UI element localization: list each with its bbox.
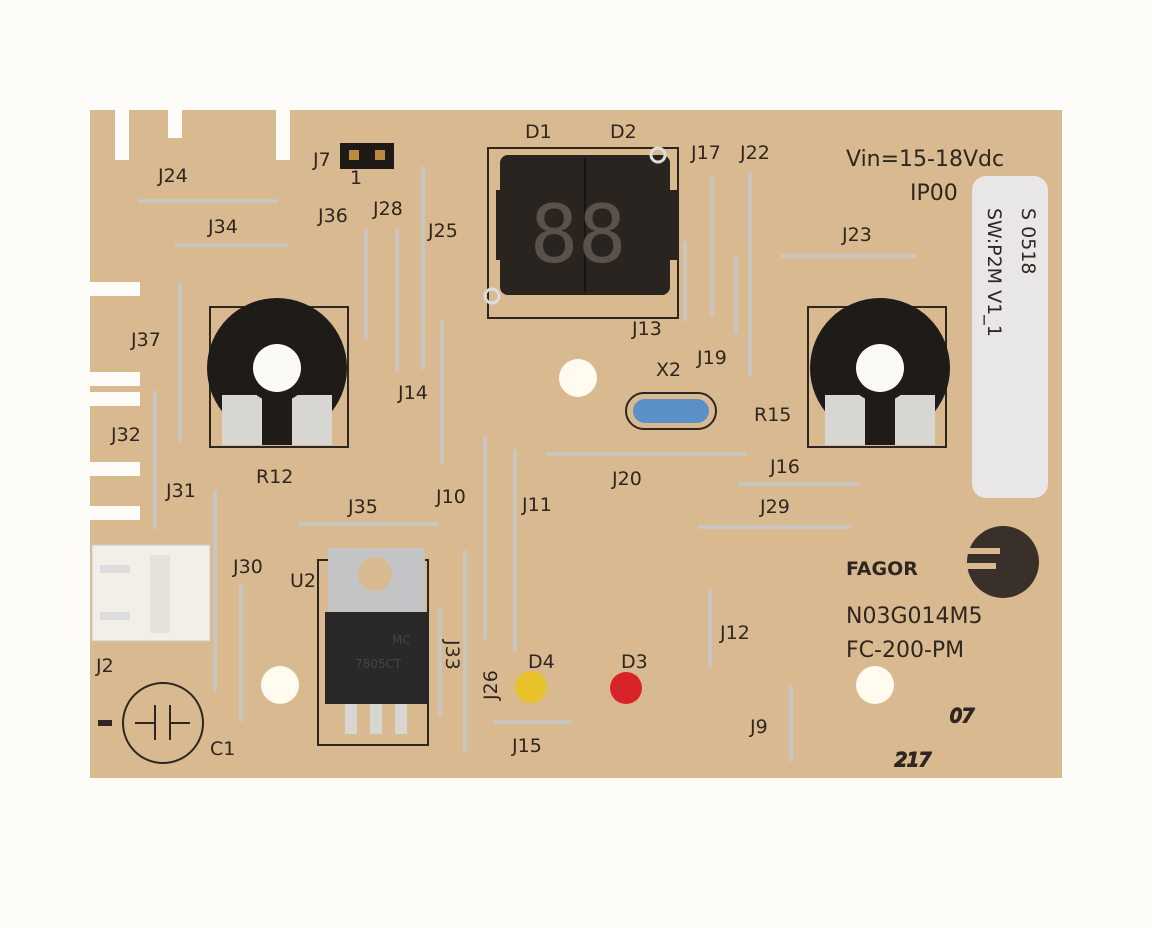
silkscreen-labels: Vin=15-18Vdc IP00 N03G014M5 FC-200-PM 07…: [95, 121, 1004, 772]
label-j34: J34: [207, 216, 238, 238]
label-r15: R15: [754, 404, 791, 426]
label-d1: D1: [525, 121, 552, 143]
label-d3: D3: [621, 651, 648, 673]
mounting-holes: [261, 359, 894, 704]
voltage-regulator-u2: MC 7805CT: [317, 548, 429, 746]
label-j37: J37: [130, 329, 161, 351]
board-notches: [88, 108, 290, 520]
label-j2: J2: [95, 655, 114, 677]
label-j17: J17: [690, 142, 721, 164]
label-j14: J14: [397, 382, 428, 404]
label-x2: X2: [656, 359, 681, 381]
label-j13: J13: [631, 318, 662, 340]
label-j28: J28: [372, 198, 403, 220]
regulator-marking-1: MC: [392, 633, 411, 647]
sticker-label: S 0518 SW:P2M V1_1: [972, 176, 1048, 498]
model-label: FC-200-PM: [846, 638, 964, 663]
header-j7: [340, 143, 394, 169]
label-j16: J16: [769, 456, 800, 478]
label-d4: D4: [528, 651, 555, 673]
led-d3: [610, 672, 642, 704]
label-j15: J15: [511, 735, 542, 757]
label-j33: J33: [441, 639, 463, 670]
label-j20: J20: [611, 468, 642, 490]
label-j30: J30: [232, 556, 263, 578]
seven-segment-display: 88: [483, 146, 679, 319]
label-c1: C1: [210, 738, 235, 760]
label-r12: R12: [256, 466, 293, 488]
label-j31: J31: [165, 480, 196, 502]
sticker-line-2: SW:P2M V1_1: [983, 208, 1005, 337]
label-j23: J23: [841, 224, 872, 246]
label-j24: J24: [157, 165, 188, 187]
label-j7-pin: 1: [350, 167, 362, 189]
display-digits: 88: [530, 188, 626, 281]
regulator-marking-2: 7805CT: [355, 657, 402, 671]
part-number-label: N03G014M5: [846, 604, 982, 629]
input-voltage-label: Vin=15-18Vdc: [846, 147, 1004, 172]
label-d2: D2: [610, 121, 637, 143]
label-j36: J36: [317, 205, 348, 227]
label-j19: J19: [696, 347, 727, 369]
date-code-top: 07: [950, 705, 974, 727]
label-j12: J12: [719, 622, 750, 644]
label-j9: J9: [749, 716, 768, 738]
label-j7: J7: [312, 149, 331, 171]
connector-j2: [91, 544, 211, 642]
sticker-line-1: S 0518: [1017, 208, 1039, 274]
label-j29: J29: [759, 496, 790, 518]
label-j11: J11: [521, 494, 552, 516]
potentiometer-r15[interactable]: [807, 298, 950, 448]
label-j32: J32: [110, 424, 141, 446]
label-j22: J22: [739, 142, 770, 164]
fagor-logo: FAGOR: [846, 526, 1039, 598]
label-u2: U2: [290, 570, 316, 592]
jumper-wires: [138, 166, 917, 762]
label-j35: J35: [347, 496, 378, 518]
potentiometer-r12[interactable]: [207, 298, 349, 448]
label-j25: J25: [427, 220, 458, 242]
ip-rating-label: IP00: [910, 181, 958, 206]
crystal-x2: [625, 392, 717, 430]
led-d4: [515, 671, 547, 703]
label-j26: J26: [480, 670, 502, 701]
brand-text: FAGOR: [846, 558, 918, 580]
label-j10: J10: [435, 486, 466, 508]
date-code-bottom: 217: [895, 749, 931, 771]
capacitor-c1-outline: [98, 682, 204, 764]
